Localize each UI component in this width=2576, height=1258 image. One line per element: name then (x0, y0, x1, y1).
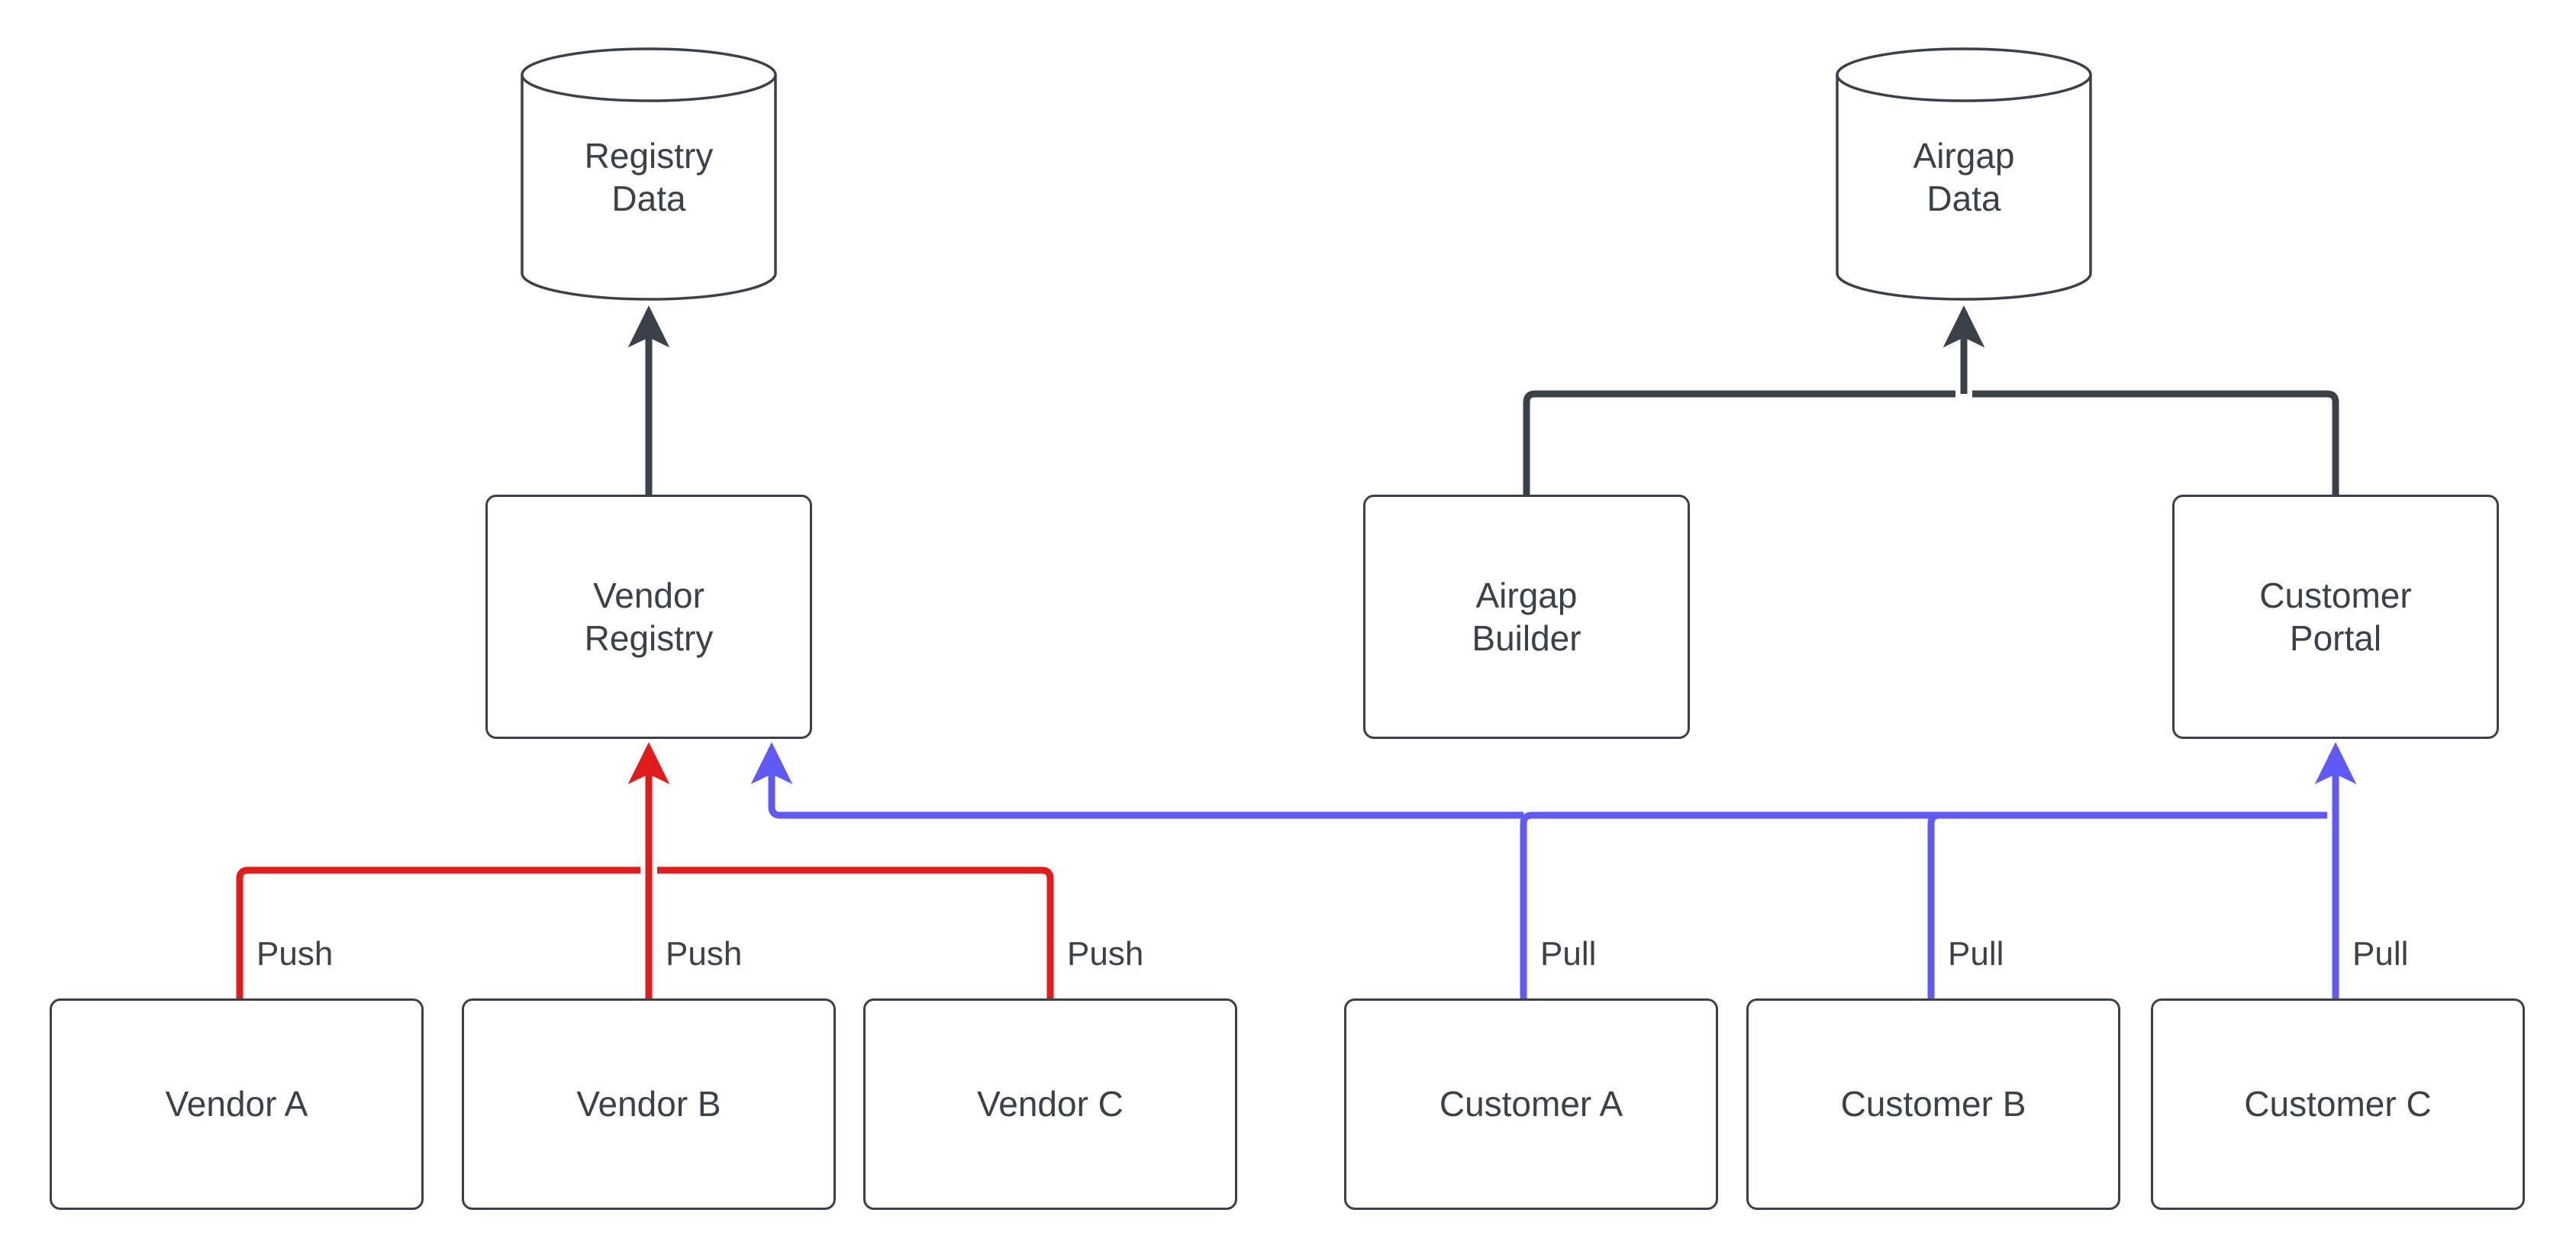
datastore-registry-data[interactable]: Registry Data (519, 47, 779, 301)
datastore-airgap-data[interactable]: Airgap Data (1834, 47, 2094, 301)
node-customer-portal-label: Customer Portal (2259, 575, 2412, 658)
node-customer-c-label: Customer C (2244, 1084, 2432, 1124)
edge-label-push-vendor-b: Push (661, 935, 747, 973)
node-customer-b[interactable]: Customer B (1746, 998, 2120, 1210)
edge-label-push-vendor-a: Push (252, 935, 338, 973)
cylinder-shape (521, 47, 777, 301)
node-customer-c[interactable]: Customer C (2151, 998, 2525, 1210)
node-vendor-b-label: Vendor B (576, 1084, 721, 1124)
edge-label-pull-customer-c: Pull (2348, 935, 2413, 973)
node-vendor-a-label: Vendor A (165, 1084, 308, 1124)
node-airgap-builder-label: Airgap Builder (1472, 575, 1581, 658)
node-vendor-a[interactable]: Vendor A (50, 998, 424, 1210)
datastore-registry-data-label: Registry Data (584, 135, 714, 218)
datastore-airgap-data-label: Airgap Data (1913, 135, 2015, 218)
edge-label-pull-customer-a: Pull (1536, 935, 1601, 973)
node-customer-b-label: Customer B (1840, 1084, 2026, 1124)
node-vendor-c[interactable]: Vendor C (863, 998, 1237, 1210)
node-customer-a[interactable]: Customer A (1344, 998, 1718, 1210)
edge-label-pull-customer-b: Pull (1943, 935, 2009, 973)
node-customer-portal[interactable]: Customer Portal (2172, 495, 2499, 739)
edge-label-push-vendor-c: Push (1062, 935, 1149, 973)
edge-vendor-c-push (657, 866, 1054, 998)
node-customer-a-label: Customer A (1439, 1084, 1623, 1124)
edge-airgap-builder-to-bus (1523, 390, 1955, 495)
node-vendor-registry[interactable]: Vendor Registry (485, 495, 812, 739)
node-vendor-registry-label: Vendor Registry (584, 575, 714, 658)
edge-vendor-a-push (236, 866, 640, 998)
edge-customer-bus-to-vendor-registry (750, 742, 1523, 819)
node-airgap-builder[interactable]: Airgap Builder (1363, 495, 1690, 739)
cylinder-shape (1836, 47, 2092, 301)
node-vendor-b[interactable]: Vendor B (462, 998, 836, 1210)
edge-customer-portal-to-bus (1972, 390, 2339, 495)
edge-customer-a-pull (1520, 811, 2327, 998)
node-vendor-c-label: Vendor C (977, 1084, 1124, 1124)
